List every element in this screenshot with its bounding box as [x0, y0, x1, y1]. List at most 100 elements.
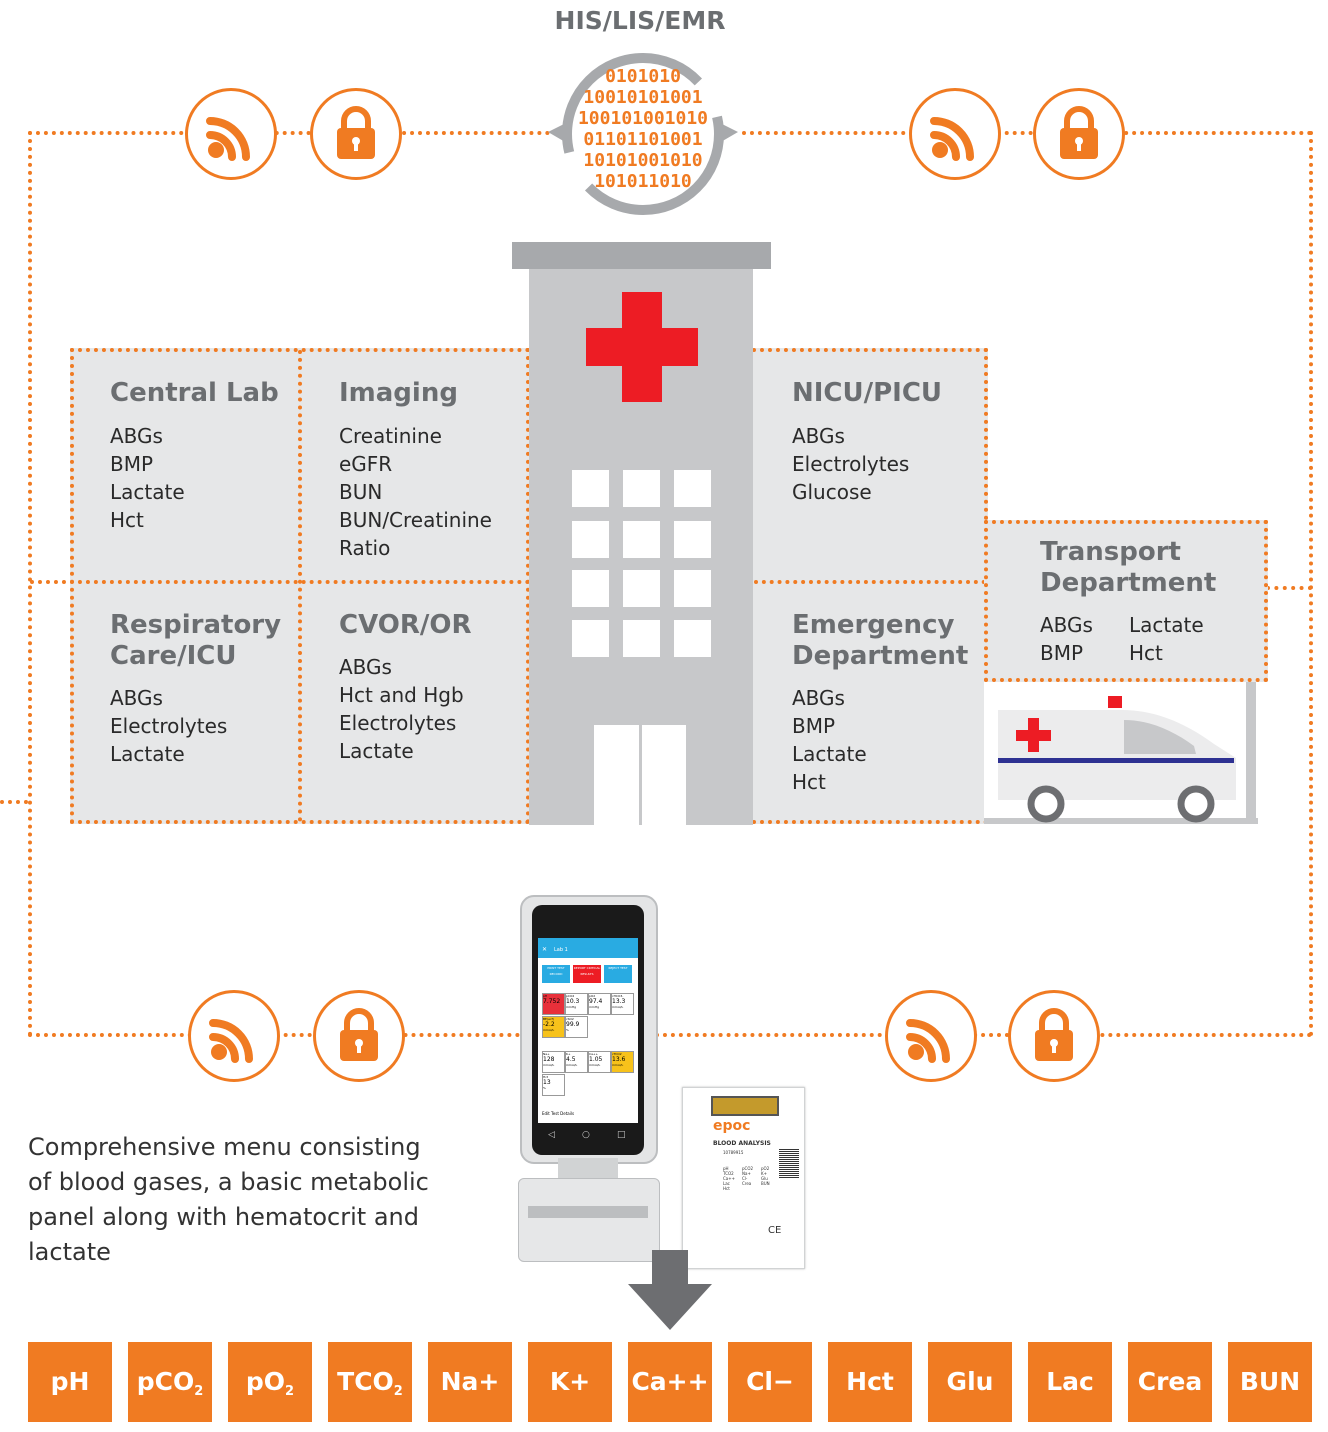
menu-caption: Comprehensive menu consisting of blood g… — [28, 1133, 429, 1266]
dept-tests-respiratory: ABGs Electrolytes Lactate — [110, 684, 227, 768]
result-value: 13 — [543, 1079, 551, 1086]
card-analyte: Cl- — [742, 1176, 748, 1181]
test-item: Ratio — [339, 536, 391, 560]
dept-title-line: Respiratory — [110, 610, 282, 640]
arrow-down-icon — [628, 1250, 712, 1330]
card-analyte: TCO2 — [723, 1171, 734, 1176]
binary-row: 100101001010 — [577, 108, 709, 129]
test-item: Electrolytes — [792, 452, 910, 476]
sync-icon: 0101010 10010101001 100101001010 0110110… — [548, 46, 738, 222]
param-hct: Hct — [828, 1342, 912, 1422]
wifi-icon — [909, 88, 1001, 180]
card-analyte: BUN — [761, 1181, 770, 1186]
edit-test-details[interactable]: Edit Test Details — [542, 1111, 575, 1116]
binary-row: 101011010 — [594, 171, 692, 192]
test-item: ABGs — [339, 655, 392, 679]
card-analyte: Ca++ — [723, 1176, 735, 1181]
handheld-device: ✕ Lab 1 PRINT TEST RECORD REPORT CRITICA… — [518, 893, 660, 1263]
dept-title-transport: Transport Department — [1040, 537, 1216, 599]
test-item: ABGs — [1040, 613, 1093, 637]
back-icon[interactable]: ◁ — [548, 1130, 555, 1140]
dept-panel-right — [752, 348, 988, 824]
test-item: BUN — [339, 480, 383, 504]
home-icon[interactable]: ○ — [582, 1130, 590, 1140]
result-name: Na+ — [543, 1052, 550, 1056]
device-cradle — [518, 1158, 660, 1263]
binary-row: 0101010 — [605, 66, 681, 87]
binary-row: 10101001010 — [583, 150, 703, 171]
ce-mark: CE — [768, 1225, 782, 1236]
wifi-icon — [188, 990, 280, 1082]
result-name: Ca++ — [589, 1052, 598, 1056]
dept-title-respiratory: Respiratory Care/ICU — [110, 610, 281, 672]
binary-row: 01101101001 — [583, 129, 703, 150]
barcode — [779, 1148, 799, 1178]
dept-title-line: Imaging — [339, 378, 458, 408]
dept-tests-nicu: ABGs Electrolytes Glucose — [792, 422, 909, 506]
dept-title-line: Transport — [1040, 537, 1181, 567]
dept-title-line: Department — [1040, 568, 1217, 598]
result-unit: mmHg — [589, 1005, 600, 1009]
binary-row: 10010101001 — [583, 87, 703, 108]
binary-text: 0101010 10010101001 100101001010 0110110… — [570, 66, 716, 206]
network-line-top-left — [28, 131, 550, 135]
test-item: Hct — [110, 508, 144, 532]
lock-icon — [1033, 88, 1125, 180]
test-item: eGFR — [339, 452, 393, 476]
result-unit: mmol/L — [543, 1028, 555, 1032]
test-item: Hct — [792, 770, 826, 794]
reject-test-button[interactable]: REJECT TEST — [604, 965, 632, 983]
test-item: Lactate — [110, 480, 185, 504]
dept-title-nicu: NICU/PICU — [792, 378, 942, 409]
dept-title-central-lab: Central Lab — [110, 378, 279, 409]
param-ca: Ca++ — [628, 1342, 712, 1422]
test-item: ABGs — [110, 686, 163, 710]
test-item: BMP — [792, 714, 836, 738]
result-value: -2.2 — [543, 1021, 555, 1028]
wifi-icon — [885, 990, 977, 1082]
result-unit: % — [543, 1086, 546, 1090]
result-unit: mmol/L — [612, 1005, 624, 1009]
test-item: Electrolytes — [110, 714, 228, 738]
result-name: cSO2 — [566, 1017, 574, 1021]
dept-divider — [30, 580, 530, 584]
param-po2: pO2 — [228, 1342, 312, 1422]
dept-tests-central-lab: ABGs BMP Lactate Hct — [110, 422, 185, 534]
recent-apps-icon[interactable]: □ — [617, 1130, 626, 1140]
param-crea: Crea — [1128, 1342, 1212, 1422]
dept-title-line: Care/ICU — [110, 641, 237, 671]
sensor-contacts — [711, 1096, 779, 1116]
card-title: BLOOD ANALYSIS — [713, 1140, 771, 1147]
close-icon[interactable]: ✕ — [542, 946, 548, 953]
result-name: pH — [543, 994, 548, 998]
result-value: 128 — [543, 1056, 555, 1063]
result-unit: % — [566, 1028, 569, 1032]
result-unit: mmol/L — [589, 1063, 601, 1067]
dept-divider — [298, 350, 302, 822]
hospital-icon — [510, 240, 772, 825]
test-item: Creatinine — [339, 424, 442, 448]
dept-divider — [754, 580, 986, 584]
result-value: 4.5 — [566, 1056, 576, 1063]
result-value: 13.6 — [612, 1056, 626, 1063]
epoc-logo: epoc — [713, 1118, 751, 1134]
dept-panel-transport — [984, 520, 1268, 682]
report-critical-button[interactable]: REPORT CRITICAL RESULTS — [573, 965, 601, 983]
network-line-left — [28, 131, 32, 1037]
print-record-button[interactable]: PRINT TEST RECORD — [542, 965, 570, 983]
result-value: 1.05 — [589, 1056, 603, 1063]
test-item: BMP — [1040, 641, 1084, 665]
